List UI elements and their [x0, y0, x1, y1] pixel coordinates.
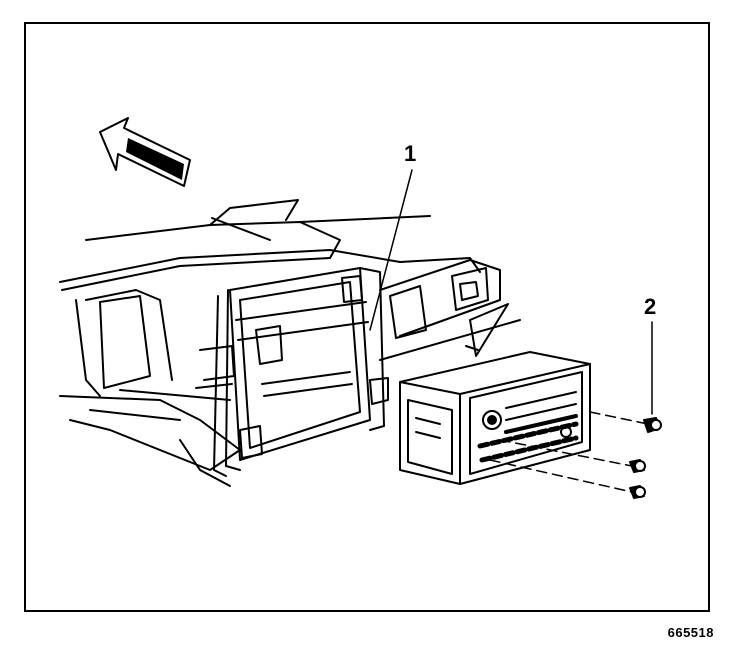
- diagram-frame: [24, 22, 710, 612]
- radio-mounting-bracket: [195, 267, 389, 477]
- screw-icon: [643, 417, 662, 433]
- fastener-path-3: [489, 459, 633, 493]
- callout-1-label: 1: [404, 141, 417, 166]
- screw-icon: [629, 459, 646, 473]
- callout-2-label: 2: [644, 294, 657, 319]
- forward-arrow-icon: [99, 117, 191, 187]
- figure-number: 665518: [667, 625, 714, 640]
- screw-icon: [629, 485, 646, 499]
- fasteners: [489, 411, 662, 499]
- fastener-path-2: [499, 439, 633, 467]
- fastener-path-1: [589, 411, 649, 425]
- instrument-panel-structure: [59, 199, 521, 487]
- radio-unit: [399, 351, 591, 485]
- callout-1-leader: [369, 169, 413, 331]
